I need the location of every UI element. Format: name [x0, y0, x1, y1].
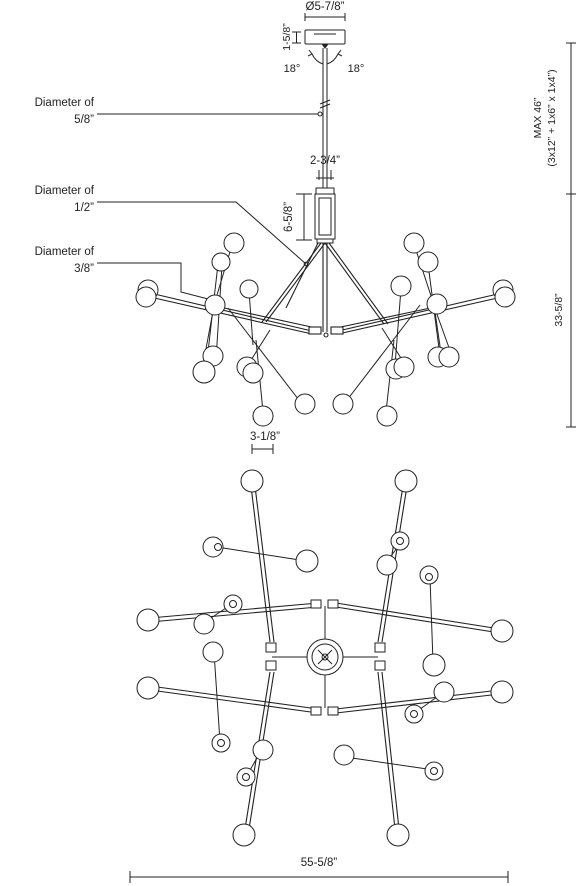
support-arms	[261, 242, 389, 332]
hub-body	[314, 187, 336, 244]
globe-diameter-label: 3-1/8”	[250, 431, 280, 443]
fixture-height-label: 33-5/8”	[553, 293, 565, 327]
canopy	[304, 29, 346, 49]
plan-joints	[265, 599, 386, 716]
swivel-angle-right-label: 18°	[348, 63, 365, 75]
plan-hub	[272, 606, 378, 708]
canopy-dimension-lines	[292, 13, 346, 65]
canopy-height-label: 1-5/8”	[281, 23, 293, 51]
hub-height-label: 6-5/8”	[283, 202, 295, 232]
globes-plan	[136, 469, 514, 847]
rod-diameter-title: Diameter of	[35, 246, 95, 258]
swivel-angle-left-label: 18°	[284, 63, 301, 75]
arm-diameter-title: Diameter of	[35, 185, 95, 197]
plan-view	[129, 469, 514, 883]
side-bars	[149, 292, 503, 338]
stem-diameter-value: 5/8”	[74, 114, 94, 126]
stem-diameter-title: Diameter of	[35, 97, 95, 109]
height-dimensions	[566, 42, 576, 428]
globe-dimension-lines	[251, 444, 274, 454]
max-height-label: MAX 46”	[532, 97, 544, 138]
dimension-labels: Ø5-7/8” 1-5/8” 18° 18° Diameter of 5/8” …	[35, 1, 565, 869]
stem	[317, 48, 331, 188]
width-dimension-lines	[129, 871, 509, 883]
arm-diameter-value: 1/2”	[74, 202, 94, 214]
side-elevation	[97, 13, 516, 454]
globes-side	[135, 232, 516, 427]
overall-width-label: 55-5/8”	[301, 857, 338, 869]
canopy-diameter-label: Ø5-7/8”	[306, 1, 345, 13]
hub-dimension-lines	[296, 170, 334, 241]
rods-config-label: (3x12” + 1x6” x 1x4”)	[546, 69, 558, 166]
rod-diameter-value: 3/8”	[74, 263, 94, 275]
hub-width-label: 2-3/4”	[310, 155, 340, 167]
